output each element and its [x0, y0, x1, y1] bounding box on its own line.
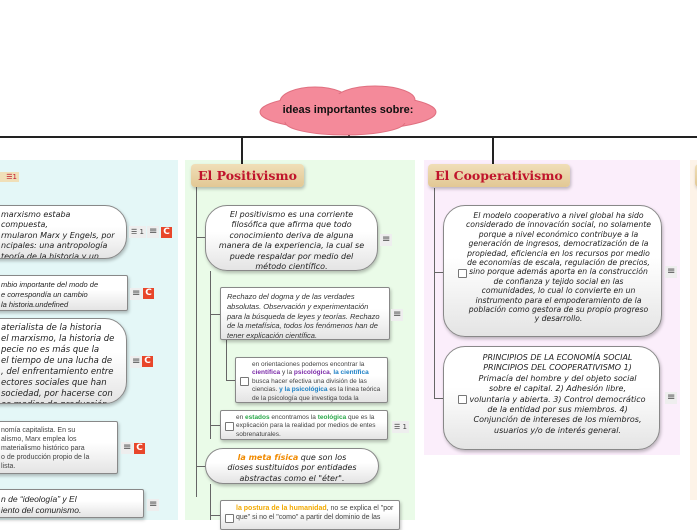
positivismo-characteristics-node[interactable]: Rechazo del dogma y de las verdades abso… — [220, 287, 390, 340]
comment-icon[interactable]: C — [142, 356, 153, 367]
main-connector — [0, 136, 697, 138]
checkbox[interactable] — [458, 269, 467, 278]
positivismo-connector — [241, 137, 243, 164]
central-topic-title: ideas importantes sobre: — [282, 104, 414, 116]
notes-icon[interactable]: ≡ — [380, 234, 393, 246]
right-branch-header[interactable] — [695, 164, 697, 187]
comment-icon[interactable]: C — [161, 227, 172, 238]
positivismo-header[interactable]: El Positivismo — [191, 164, 304, 187]
cooperativismo-model-node[interactable]: El modelo cooperativo a nivel global ha … — [443, 205, 662, 337]
notes-icon[interactable]: ≡ — [130, 288, 143, 300]
notes-icon[interactable]: ≡ — [665, 392, 678, 404]
list-icon: ☰ — [6, 173, 13, 181]
central-topic-cloud[interactable] — [255, 84, 441, 136]
notes-icon[interactable]: ≡ — [391, 309, 404, 321]
left-node-2[interactable]: mbio importante del modo de e correspond… — [0, 275, 128, 311]
notes-icon[interactable]: ≡ — [147, 226, 160, 238]
positivismo-metaphysics-node[interactable]: la meta física que son los dioses sustit… — [205, 448, 379, 484]
checkbox[interactable] — [240, 377, 249, 386]
list-count-icon[interactable]: ☰ 1 — [129, 226, 146, 238]
left-header-badge[interactable]: ☰1 — [0, 172, 19, 182]
positivismo-humanity-node[interactable]: la postura de la humanidad, no se explic… — [220, 500, 400, 530]
left-node-5[interactable]: n de “ideología” y El iento del comunism… — [0, 489, 144, 518]
positivismo-definition-node[interactable]: El positivismo es una corriente filosófi… — [205, 205, 378, 271]
positivismo-orientations-node[interactable]: en orientaciones podemos encontrar la ci… — [235, 357, 388, 403]
list-count-icon[interactable]: ☰ 1 — [392, 421, 409, 433]
cooperativismo-principles-node[interactable]: PRINCIPIOS DE LA ECONOMÍA SOCIAL PRINCIP… — [443, 346, 660, 450]
positivismo-states-node[interactable]: en estados encontramos la teológica que … — [220, 410, 388, 440]
cooperativismo-connector — [492, 137, 494, 164]
cooperativismo-header[interactable]: El Cooperativismo — [428, 164, 570, 187]
checkbox[interactable] — [225, 514, 234, 523]
comment-icon[interactable]: C — [143, 288, 154, 299]
notes-icon[interactable]: ≡ — [130, 356, 143, 368]
right-branch-panel — [690, 160, 697, 500]
checkbox[interactable] — [225, 422, 234, 431]
left-node-1[interactable]: marxismo estaba compuesta, rmularon Marx… — [0, 205, 127, 259]
comment-icon[interactable]: C — [134, 443, 145, 454]
notes-icon[interactable]: ≡ — [147, 499, 160, 511]
left-node-3[interactable]: aterialista de la historia el marxismo, … — [0, 318, 127, 404]
checkbox[interactable] — [458, 395, 467, 404]
notes-icon[interactable]: ≡ — [121, 442, 134, 454]
left-node-4[interactable]: nomía capitalista. En su alismo, Marx em… — [0, 421, 118, 474]
notes-icon[interactable]: ≡ — [665, 266, 678, 278]
